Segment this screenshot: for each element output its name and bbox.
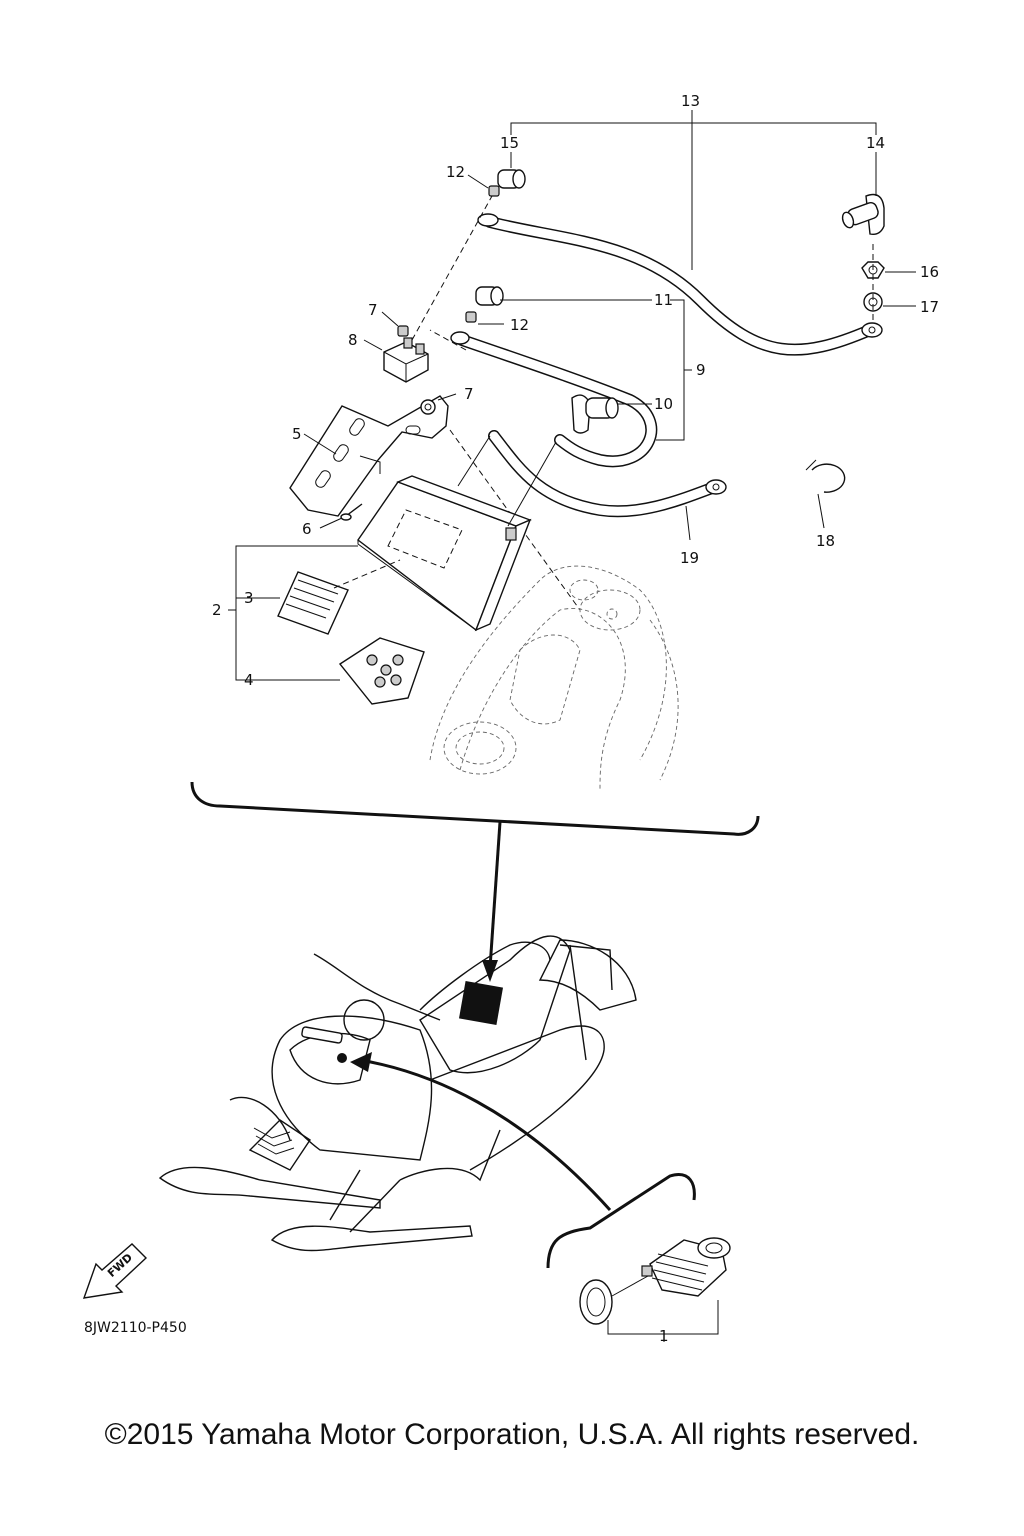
callout-1: 1: [659, 1327, 669, 1345]
callout-15: 15: [500, 134, 519, 152]
cap-11: [475, 286, 652, 306]
bracket-13: [510, 110, 877, 270]
callout-2: 2: [212, 601, 222, 619]
callout-13: 13: [681, 92, 700, 110]
label-3: [277, 559, 401, 635]
callout-3: 3: [244, 589, 254, 607]
callout-12-mid: 12: [510, 316, 529, 334]
tray-4: [338, 637, 425, 705]
callout-9: 9: [696, 361, 706, 379]
callout-16: 16: [920, 263, 939, 281]
callout-6: 6: [302, 520, 312, 538]
detail-frame: [190, 781, 760, 982]
dc-socket-1: [579, 1237, 731, 1342]
cap-10: [571, 394, 652, 434]
washer-17: [863, 292, 916, 312]
battery-cable-13: [477, 213, 883, 356]
detail-frame-socket: [546, 1173, 696, 1269]
cap-14: [841, 152, 885, 236]
nut-16: [861, 261, 916, 279]
nut-7-top: [381, 311, 409, 337]
relay-8: [363, 337, 429, 383]
part-code: 8JW2110-P450: [84, 1320, 187, 1336]
fwd-arrow-icon: FWD: [82, 1243, 148, 1299]
callout-19: 19: [680, 549, 699, 567]
band-18: [805, 459, 846, 529]
nut-12-top: [467, 174, 500, 197]
battery-cable-9: [450, 299, 692, 468]
callout-14: 14: [866, 134, 885, 152]
callout-11: 11: [654, 291, 673, 309]
callout-7-top: 7: [368, 301, 378, 319]
callout-10: 10: [654, 395, 673, 413]
snowmobile-icon: [158, 935, 637, 1252]
callout-7-bracket: 7: [464, 385, 474, 403]
cap-15: [497, 152, 526, 189]
cable-19: [488, 430, 727, 541]
callouts: 13 15 14 12 16 17 11 12 7 8 9 7 10 5 6 1…: [212, 92, 939, 1345]
callout-4: 4: [244, 671, 254, 689]
battery-icon: [357, 435, 557, 632]
callout-17: 17: [920, 298, 939, 316]
callout-18: 18: [816, 532, 835, 550]
callout-8: 8: [348, 331, 358, 349]
chassis-outline: [429, 565, 679, 791]
callout-5: 5: [292, 425, 302, 443]
nut-12-mid: [465, 311, 504, 325]
detail-arrow-1: [350, 1052, 612, 1212]
parts-diagram: FWD 13 15 14 12 16 17 11 12 7 8 9 7 10 5…: [82, 92, 939, 1345]
bracket-5: [289, 395, 449, 517]
screw-6: [319, 503, 363, 529]
copyright-notice: ©2015 Yamaha Motor Corporation, U.S.A. A…: [104, 1418, 920, 1451]
nut-7-bracket: [420, 393, 457, 415]
callout-12-top: 12: [446, 163, 465, 181]
